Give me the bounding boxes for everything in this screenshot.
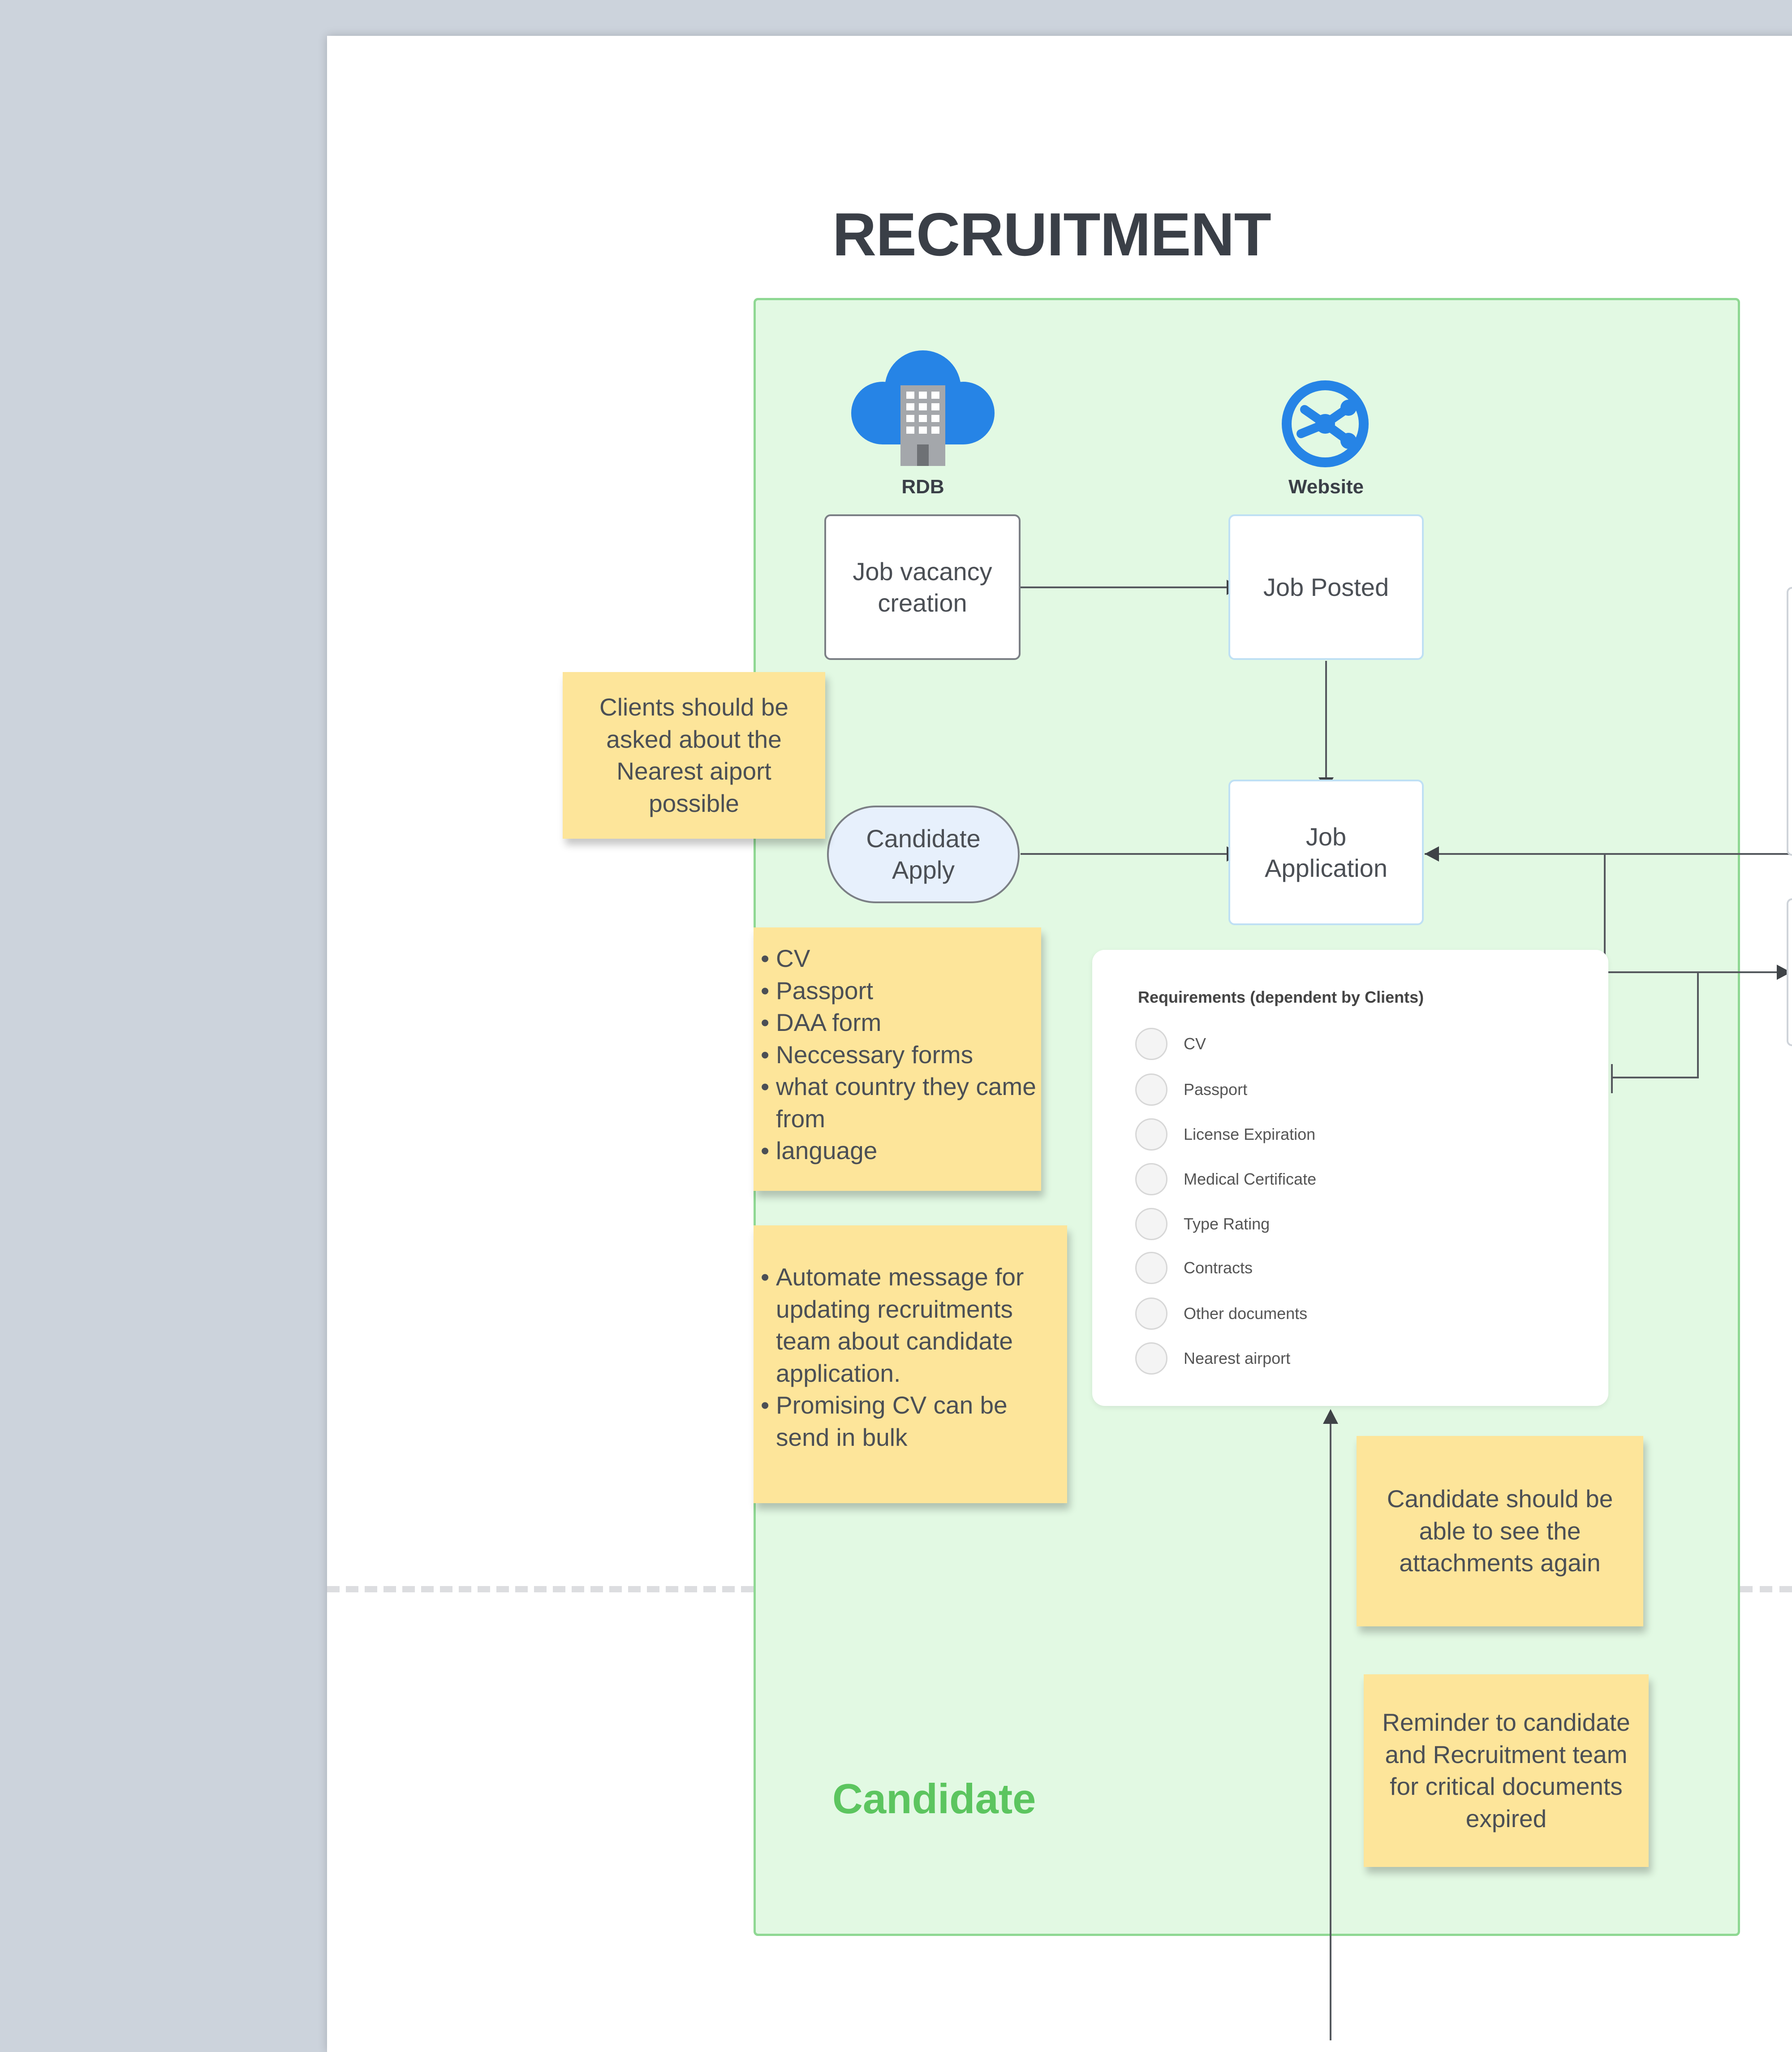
radio-button[interactable] <box>1135 1118 1167 1151</box>
requirement-label: Nearest airport <box>1184 1349 1291 1367</box>
diagram-title: RECRUITMENT <box>832 200 1271 268</box>
radio-button[interactable] <box>1135 1028 1167 1060</box>
list-item: language <box>761 1135 1037 1167</box>
list-item: Neccessary forms <box>761 1039 1037 1071</box>
requirement-option[interactable]: License Expiration <box>1135 1117 1315 1152</box>
job-application-node[interactable]: Job Application <box>1228 780 1424 925</box>
candidate-apply-text: Candidate Apply <box>866 824 981 884</box>
globe-network-icon <box>1282 380 1369 467</box>
swimlane-label: Candidate <box>832 1775 1036 1822</box>
radio-button[interactable] <box>1135 1298 1167 1330</box>
page-break-line <box>327 1586 754 1592</box>
list-item: CV <box>761 943 1037 975</box>
requirement-option[interactable]: Medical Certificate <box>1135 1161 1316 1197</box>
sticky-note-automate[interactable]: Automate message for updating recruitmen… <box>754 1225 1067 1503</box>
list-item: what country they came from <box>761 1071 1037 1135</box>
offscreen-card[interactable] <box>1787 587 1792 856</box>
radio-button[interactable] <box>1135 1252 1167 1284</box>
sticky-note-attachments[interactable]: Candidate should be able to see the atta… <box>1357 1436 1643 1626</box>
list-item: DAA form <box>761 1007 1037 1039</box>
job-posted-node[interactable]: Job Posted <box>1228 514 1424 660</box>
requirement-option[interactable]: Passport <box>1135 1072 1247 1108</box>
sticky-note-documents[interactable]: CV Passport DAA form Neccessary forms wh… <box>754 927 1041 1191</box>
requirement-label: CV <box>1184 1035 1206 1053</box>
job-posted-text: Job Posted <box>1263 573 1389 601</box>
requirement-option[interactable]: Other documents <box>1135 1296 1307 1332</box>
sticky-note-clients-airport[interactable]: Clients should be asked about the Neares… <box>563 672 825 839</box>
job-vacancy-creation-text: Job vacancy creation <box>853 557 992 617</box>
requirement-label: Type Rating <box>1184 1215 1270 1233</box>
list-item: Passport <box>761 975 1037 1007</box>
offscreen-card[interactable] <box>1787 898 1792 1046</box>
page-break-line <box>1740 1586 1792 1592</box>
sticky-note-reminder[interactable]: Reminder to candidate and Recruitment te… <box>1364 1674 1649 1867</box>
list-item: Promising CV can be send in bulk <box>761 1389 1061 1453</box>
candidate-apply-node[interactable]: Candidate Apply <box>827 806 1020 903</box>
requirements-form[interactable]: Requirements (dependent by Clients) CV P… <box>1092 950 1608 1406</box>
requirement-option[interactable]: Contracts <box>1135 1250 1253 1286</box>
requirement-option[interactable]: Type Rating <box>1135 1206 1270 1242</box>
radio-button[interactable] <box>1135 1163 1167 1195</box>
radio-button[interactable] <box>1135 1342 1167 1375</box>
sticky-note-text: Candidate should be able to see the atta… <box>1387 1485 1613 1577</box>
website-label: Website <box>1288 476 1364 498</box>
sticky-note-text: Clients should be asked about the Neares… <box>599 693 788 817</box>
requirement-option[interactable]: Nearest airport <box>1135 1341 1290 1376</box>
radio-button[interactable] <box>1135 1073 1167 1106</box>
requirement-label: Contracts <box>1184 1259 1253 1277</box>
requirements-form-title: Requirements (dependent by Clients) <box>1138 988 1424 1006</box>
cloud-building-icon <box>851 350 995 466</box>
requirement-option[interactable]: CV <box>1135 1026 1206 1062</box>
sticky-note-text: Reminder to candidate and Recruitment te… <box>1382 1708 1630 1832</box>
job-vacancy-creation-node[interactable]: Job vacancy creation <box>824 514 1021 660</box>
documents-list: CV Passport DAA form Neccessary forms wh… <box>754 943 1037 1167</box>
automate-list: Automate message for updating recruitmen… <box>754 1261 1061 1453</box>
rdb-label: RDB <box>901 476 944 498</box>
requirement-label: Other documents <box>1184 1304 1308 1323</box>
requirement-label: Passport <box>1184 1080 1248 1099</box>
radio-button[interactable] <box>1135 1208 1167 1240</box>
job-application-text: Job Application <box>1265 822 1387 882</box>
requirement-label: License Expiration <box>1184 1125 1316 1143</box>
requirement-label: Medical Certificate <box>1184 1170 1317 1188</box>
list-item: Automate message for updating recruitmen… <box>761 1261 1061 1389</box>
